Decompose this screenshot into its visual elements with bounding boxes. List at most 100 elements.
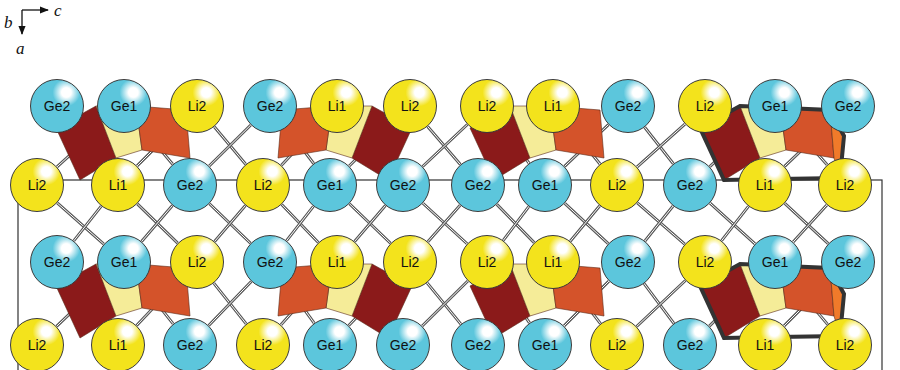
atom-label: Li2 bbox=[28, 337, 47, 353]
atom-sphere: Ge2 bbox=[601, 79, 655, 133]
bond-line bbox=[645, 206, 673, 241]
bond-line bbox=[422, 281, 468, 326]
bond-outer bbox=[565, 203, 608, 243]
atom-label: Li2 bbox=[254, 337, 273, 353]
bond-inner bbox=[137, 204, 177, 243]
atom-sphere: Li2 bbox=[383, 235, 437, 289]
atom-label: Ge2 bbox=[835, 98, 861, 114]
atom-label: Ge2 bbox=[257, 254, 283, 270]
bond-inner bbox=[142, 206, 173, 242]
bond-inner bbox=[570, 206, 599, 241]
atom-label: Ge2 bbox=[465, 177, 491, 193]
atom-sphere: Li2 bbox=[236, 318, 290, 370]
bond-outer bbox=[349, 204, 390, 244]
atom-sphere: Li2 bbox=[590, 318, 644, 370]
bond-line bbox=[349, 204, 390, 244]
axis-label: b bbox=[4, 14, 13, 31]
atom-sphere: Ge1 bbox=[748, 235, 802, 289]
bond-outer bbox=[142, 206, 173, 242]
atom-label: Ge2 bbox=[677, 177, 703, 193]
bond-outer bbox=[209, 125, 251, 166]
atom-sphere: Li2 bbox=[460, 79, 514, 133]
bond-inner bbox=[497, 204, 534, 242]
bond-line bbox=[137, 204, 177, 243]
bond-outer bbox=[785, 203, 828, 243]
bond-outer bbox=[137, 204, 177, 243]
bond-inner bbox=[565, 203, 608, 243]
atom-sphere: Ge2 bbox=[821, 79, 875, 133]
atom-label: Li2 bbox=[401, 254, 420, 270]
axis-a-arrow bbox=[21, 10, 22, 34]
bond-inner bbox=[423, 203, 467, 244]
atom-label: Li1 bbox=[756, 177, 775, 193]
bond-line bbox=[570, 206, 599, 241]
atom-label: Li2 bbox=[28, 177, 47, 193]
atom-label: Li1 bbox=[109, 337, 128, 353]
atom-label: Li2 bbox=[696, 254, 715, 270]
atom-sphere: Li2 bbox=[818, 158, 872, 212]
bond-line bbox=[209, 204, 250, 244]
bond-line bbox=[785, 203, 828, 243]
atom-label: Ge2 bbox=[44, 98, 70, 114]
atom-sphere: Li1 bbox=[310, 79, 364, 133]
atom-label: Ge2 bbox=[257, 98, 283, 114]
atom-sphere: Li2 bbox=[383, 79, 437, 133]
bond-line bbox=[355, 206, 386, 242]
axis-c-arrow bbox=[22, 9, 48, 10]
atom-label: Li2 bbox=[188, 254, 207, 270]
atom-label: Li2 bbox=[254, 177, 273, 193]
atom-label: Li2 bbox=[608, 177, 627, 193]
atom-label: Li2 bbox=[608, 337, 627, 353]
bond-line bbox=[722, 206, 749, 240]
atom-sphere: Ge1 bbox=[97, 235, 151, 289]
atom-label: Ge1 bbox=[317, 337, 343, 353]
atom-sphere: Ge2 bbox=[601, 235, 655, 289]
coordination-polyhedra bbox=[56, 106, 844, 338]
atom-sphere: Li1 bbox=[738, 158, 792, 212]
bond-outer bbox=[423, 203, 467, 244]
atom-sphere: Ge2 bbox=[243, 235, 297, 289]
atom-sphere: Li1 bbox=[526, 79, 580, 133]
bond-inner bbox=[215, 206, 246, 242]
bond-line bbox=[282, 204, 319, 242]
bond-line bbox=[215, 206, 246, 242]
atom-sphere: Ge2 bbox=[663, 158, 717, 212]
bond-outer bbox=[428, 205, 460, 242]
atom-label: Li1 bbox=[328, 98, 347, 114]
atom-sphere: Li2 bbox=[236, 158, 290, 212]
atom-sphere: Li1 bbox=[91, 158, 145, 212]
bond-inner bbox=[209, 204, 250, 244]
atom-sphere: Li1 bbox=[310, 235, 364, 289]
atom-label: Ge2 bbox=[44, 254, 70, 270]
atom-sphere: Ge1 bbox=[748, 79, 802, 133]
bond-inner bbox=[209, 125, 251, 166]
bond-line bbox=[428, 205, 460, 242]
bond-outer bbox=[722, 206, 749, 240]
atom-sphere: Li2 bbox=[460, 235, 514, 289]
bond-outer bbox=[282, 204, 319, 242]
bond-outer bbox=[355, 206, 386, 242]
bond-line bbox=[497, 204, 534, 242]
bond-line bbox=[565, 203, 608, 243]
atom-label: Li2 bbox=[478, 98, 497, 114]
atom-sphere: Ge2 bbox=[30, 79, 84, 133]
bond-inner bbox=[209, 281, 252, 325]
atom-label: Ge2 bbox=[390, 337, 416, 353]
atom-sphere: Li2 bbox=[818, 318, 872, 370]
atom-label: Li2 bbox=[478, 254, 497, 270]
bond-inner bbox=[355, 206, 386, 242]
bond-line bbox=[793, 205, 827, 242]
bond-outer bbox=[423, 124, 468, 166]
atom-sphere: Li2 bbox=[170, 235, 224, 289]
axis-label: a bbox=[16, 40, 25, 57]
atom-sphere: Li1 bbox=[526, 235, 580, 289]
atom-sphere: Li2 bbox=[10, 318, 64, 370]
atom-sphere: Ge2 bbox=[163, 318, 217, 370]
atom-sphere: Ge2 bbox=[376, 318, 430, 370]
atom-label: Li1 bbox=[544, 98, 563, 114]
atom-label: Li2 bbox=[836, 177, 855, 193]
bond-line bbox=[209, 125, 251, 166]
atom-sphere: Li1 bbox=[91, 318, 145, 370]
atom-sphere: Ge1 bbox=[518, 158, 572, 212]
